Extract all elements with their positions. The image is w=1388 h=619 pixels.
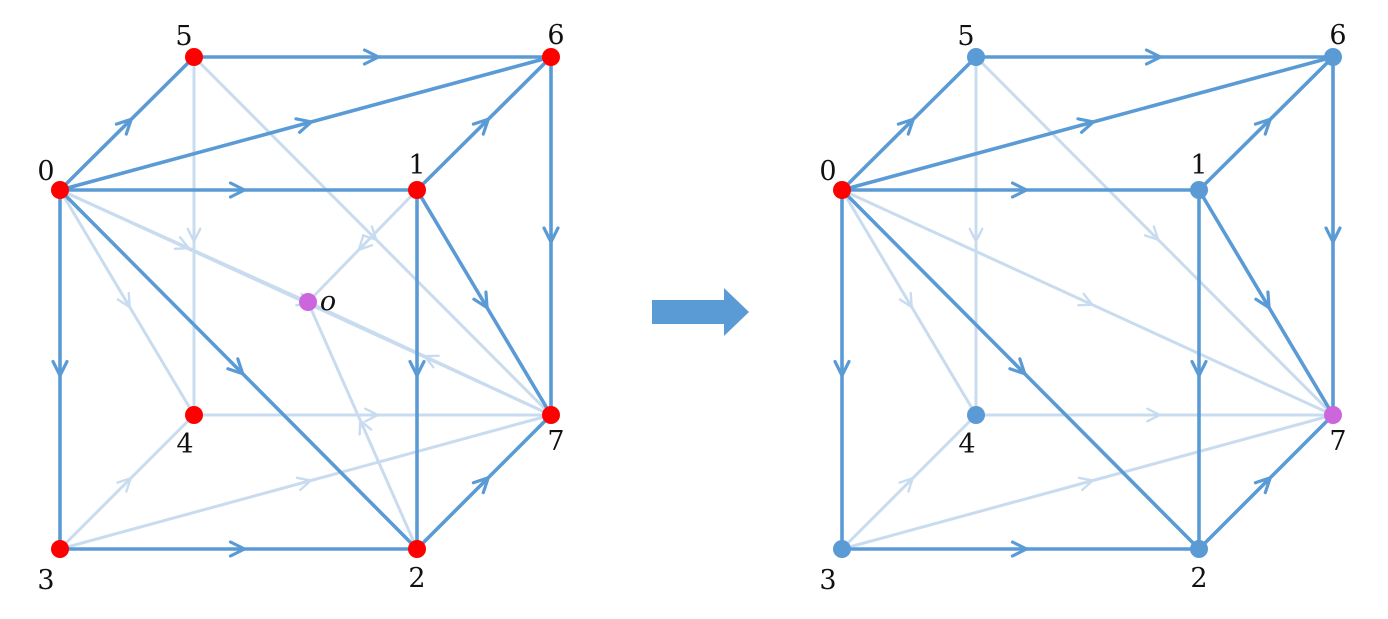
left-node-label-6: 6 [547, 20, 564, 51]
right-node-6 [1324, 48, 1342, 66]
right-node-label-5: 5 [957, 21, 974, 52]
right-faint-edge-3-4 [840, 413, 978, 551]
right-faint-edge-0-4 [840, 188, 978, 417]
left-node-label-2: 2 [408, 563, 425, 594]
right-edge-0-2 [840, 188, 1201, 551]
left-faint-edge-3-7 [58, 413, 553, 551]
right-edge-0-5 [840, 55, 978, 192]
left-node-label-4: 4 [176, 429, 193, 460]
left-node-label-7: 7 [547, 426, 564, 457]
right-arrow-icon [652, 288, 749, 336]
left-node-3 [51, 540, 69, 558]
right-node-7 [1324, 406, 1342, 424]
left-edge-1-6 [415, 55, 553, 192]
left-edge-0-6 [58, 55, 553, 192]
right-node-1 [1190, 181, 1208, 199]
right-faint-edge-0-7 [840, 188, 1335, 417]
left-faint-edge-7-o [306, 300, 553, 417]
left-node-6 [542, 48, 560, 66]
left-faint-edge-0-4 [58, 188, 196, 417]
left-faint-edge-0-o [58, 188, 310, 304]
left-node-label-1: 1 [408, 150, 425, 181]
left-edge-2-7 [415, 413, 553, 551]
left-node-o [299, 293, 317, 311]
left-node-0 [51, 181, 69, 199]
left-faint-edge-2-o [306, 300, 419, 551]
left-node-label-0: 0 [37, 156, 54, 187]
right-faint-edge-5-7 [974, 55, 1335, 417]
left-node-5 [185, 48, 203, 66]
left-graph: 0 1 2 3 4 5 6 7 o [37, 20, 564, 596]
right-node-label-1: 1 [1190, 150, 1207, 181]
right-node-label-2: 2 [1190, 563, 1207, 594]
right-node-0 [833, 181, 851, 199]
right-node-label-7: 7 [1329, 426, 1346, 457]
left-node-label-o: o [320, 286, 336, 317]
right-graph: 0 1 2 3 4 5 6 7 [819, 20, 1346, 596]
left-edge-0-5 [58, 55, 196, 192]
right-faint-edge-3-7 [840, 413, 1335, 551]
right-edge-1-6 [1197, 55, 1335, 192]
right-node-5 [967, 48, 985, 66]
left-node-1 [408, 181, 426, 199]
right-node-label-4: 4 [958, 429, 975, 460]
left-faint-edge-3-4 [58, 413, 196, 551]
left-edge-0-2 [58, 188, 419, 551]
right-node-label-0: 0 [819, 156, 836, 187]
left-faint-edge-1-o [306, 188, 419, 304]
left-node-label-5: 5 [175, 21, 192, 52]
left-edge-1-7 [415, 188, 553, 417]
right-node-label-3: 3 [819, 565, 836, 596]
right-node-3 [833, 540, 851, 558]
right-edge-0-6 [840, 55, 1335, 192]
right-edge-1-7 [1197, 188, 1335, 417]
right-node-label-6: 6 [1329, 20, 1346, 51]
left-node-2 [408, 540, 426, 558]
right-node-4 [967, 406, 985, 424]
right-edge-2-7 [1197, 413, 1335, 551]
left-node-label-3: 3 [37, 565, 54, 596]
right-node-2 [1190, 540, 1208, 558]
left-node-4 [185, 406, 203, 424]
left-node-7 [542, 406, 560, 424]
